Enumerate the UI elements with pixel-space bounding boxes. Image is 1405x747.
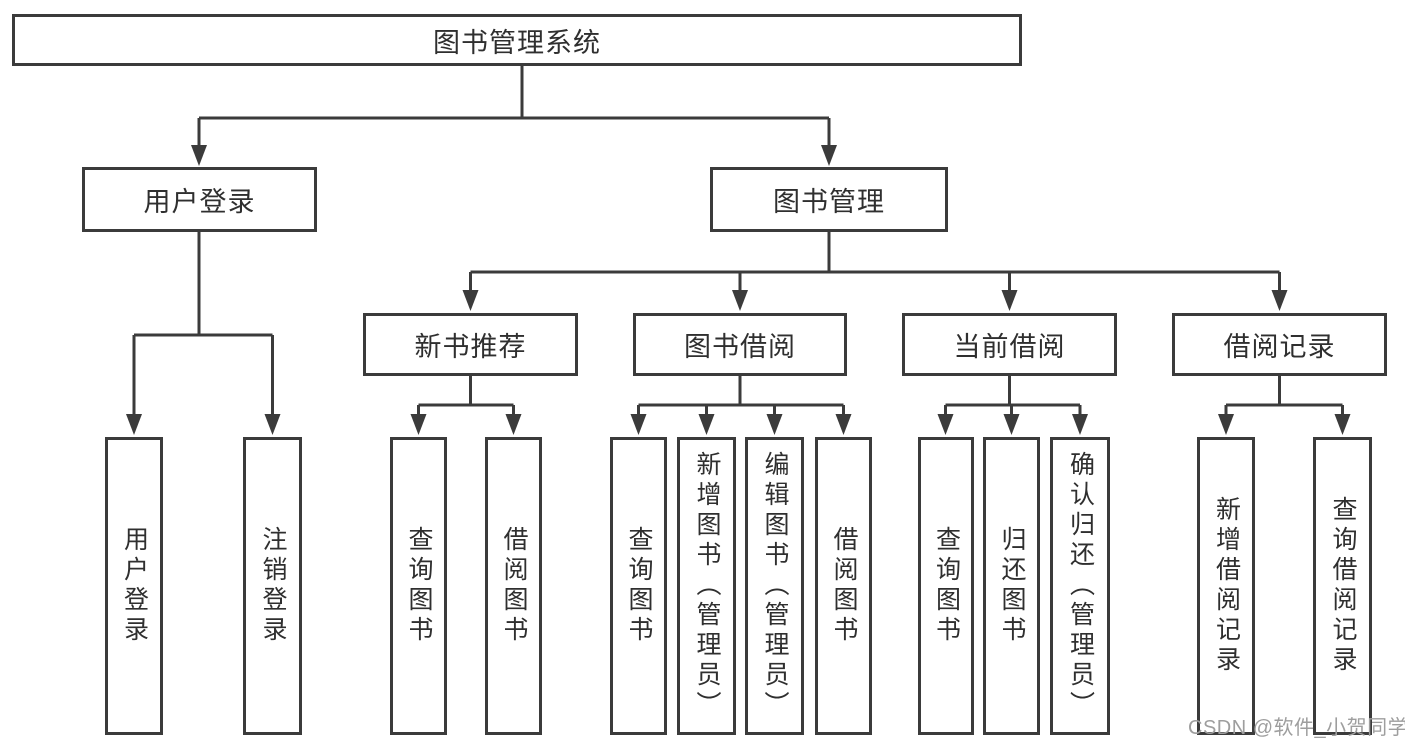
leaf-add-book-admin: 新增图书（管理员） xyxy=(677,437,736,735)
watermark: CSDN @软件_小贺同学 xyxy=(1188,717,1405,739)
node-new-book-recommend: 新书推荐 xyxy=(363,313,578,376)
node-user-login: 用户登录 xyxy=(82,167,317,232)
node-borrow-records: 借阅记录 xyxy=(1172,313,1387,376)
leaf-borrow-books: 借阅图书 xyxy=(815,437,872,735)
leaf-query-books-borrow: 查询图书 xyxy=(610,437,667,735)
arrowhead-icons xyxy=(126,145,1351,435)
leaf-add-borrow-record: 新增借阅记录 xyxy=(1197,437,1255,735)
leaf-edit-book-admin: 编辑图书（管理员） xyxy=(745,437,804,735)
leaf-user-login: 用户登录 xyxy=(105,437,163,735)
leaf-borrow-books-recommend: 借阅图书 xyxy=(485,437,542,735)
leaf-query-books-recommend: 查询图书 xyxy=(390,437,447,735)
node-library-system: 图书管理系统 xyxy=(12,14,1022,66)
leaf-query-books-current: 查询图书 xyxy=(918,437,974,735)
leaf-query-borrow-record: 查询借阅记录 xyxy=(1313,437,1372,735)
node-current-borrow: 当前借阅 xyxy=(902,313,1117,376)
leaf-return-book: 归还图书 xyxy=(983,437,1040,735)
leaf-confirm-return-admin: 确认归还（管理员） xyxy=(1050,437,1110,735)
node-book-borrow: 图书借阅 xyxy=(633,313,847,376)
node-book-management: 图书管理 xyxy=(710,167,948,232)
leaf-logout: 注销登录 xyxy=(243,437,302,735)
